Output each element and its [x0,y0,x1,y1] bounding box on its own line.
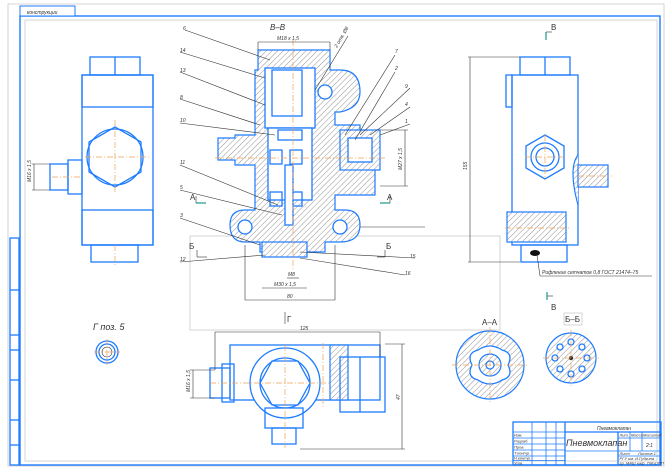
dim-overall-height: 155 [463,161,469,170]
svg-text:12: 12 [180,257,186,263]
svg-text:15: 15 [410,254,416,260]
title-scale: 2:1 [645,443,653,449]
section-aa-title: А–А [482,318,498,327]
title-org: РГУ им. И.Губкина гр. МАШ каф. ТМиОПП [620,456,664,466]
callout-labels: 6 14 13 8 10 11 5 3 12 7 2 9 4 1 15 16 [180,26,416,277]
section-mark-a-left: А [190,193,196,202]
svg-text:Лит.: Лит. [619,433,629,438]
dim-bottom-width: 80 [287,294,293,300]
svg-text:гр. МАШ: гр. МАШ [620,461,636,466]
svg-text:11: 11 [180,160,185,166]
dim-left-fitting: М16 х 1,5 [27,160,33,182]
svg-text:Листов 1: Листов 1 [637,451,656,456]
svg-text:Лист: Лист [619,451,631,456]
title-headers: Лит. Масса Масштаб Лист Листов 1 [619,433,663,457]
dim-bottom-thread: М30 х 1,5 [274,282,296,288]
left-view [32,56,154,266]
section-mark-g: Г [287,315,292,324]
svg-text:Утв.: Утв. [514,460,523,465]
svg-text:Н.контр.: Н.контр. [514,456,531,461]
section-aa [452,327,528,403]
svg-text:9: 9 [405,84,408,90]
dim-plan-fitting: М16 х 1,5 [186,370,192,392]
plan-view [190,331,405,450]
svg-text:Масштаб: Масштаб [643,433,662,438]
svg-text:Т.контр.: Т.контр. [514,451,530,456]
view-g-title: Г поз. 5 [93,322,125,332]
dim-plan-height: 47 [396,394,402,400]
svg-text:2: 2 [394,66,398,72]
svg-text:4: 4 [405,102,408,108]
dim-right-thread: М27 х 1,5 [398,148,404,170]
section-bb2 [543,312,599,386]
section-mark-a-right: А [387,193,393,202]
svg-text:14: 14 [180,48,186,54]
svg-text:16: 16 [405,271,411,277]
svg-text:Изм.: Изм. [514,433,523,438]
title-name-small: Пневмоклапан [597,426,631,432]
view-g [94,339,120,365]
svg-text:5: 5 [180,185,183,191]
svg-text:3: 3 [180,213,183,219]
svg-text:РГУ им. И.Губкина: РГУ им. И.Губкина [620,456,655,461]
section-mark-v-top: В [551,23,556,32]
dim-top-thread: М18 х 1,5 [277,36,299,42]
section-bb2-title: Б–Б [565,315,580,324]
dim-inner: М8 [288,272,295,278]
section-mark-b-left: Б [189,242,194,251]
dim-plan-width: 125 [300,326,309,332]
title-rows: Изм. Разраб. Пров. Т.контр. Н.контр. Утв… [514,433,531,466]
section-mark-v-bottom: В [551,303,556,312]
knurl-note: Рифление сетчатое 0,8 ГОСТ 21474–75 [542,270,638,276]
section-bb [179,29,425,324]
svg-text:Пров.: Пров. [514,445,525,450]
title-name-large: Пневмоклапан [566,438,627,448]
svg-text:6: 6 [183,26,186,32]
svg-text:7: 7 [395,49,398,55]
right-view [468,31,652,300]
svg-text:13: 13 [180,68,186,74]
svg-text:8: 8 [180,95,183,101]
svg-text:1: 1 [405,119,408,125]
svg-text:Разраб.: Разраб. [514,439,528,444]
svg-text:10: 10 [180,118,186,124]
section-bb-title: В–В [270,23,286,32]
sheet-tab-label: конструкции [27,10,58,16]
svg-text:каф. ТМиОПП: каф. ТМиОПП [637,461,664,466]
title-block [512,421,662,466]
section-mark-b-right: Б [386,242,391,251]
svg-text:Масса: Масса [631,433,644,438]
